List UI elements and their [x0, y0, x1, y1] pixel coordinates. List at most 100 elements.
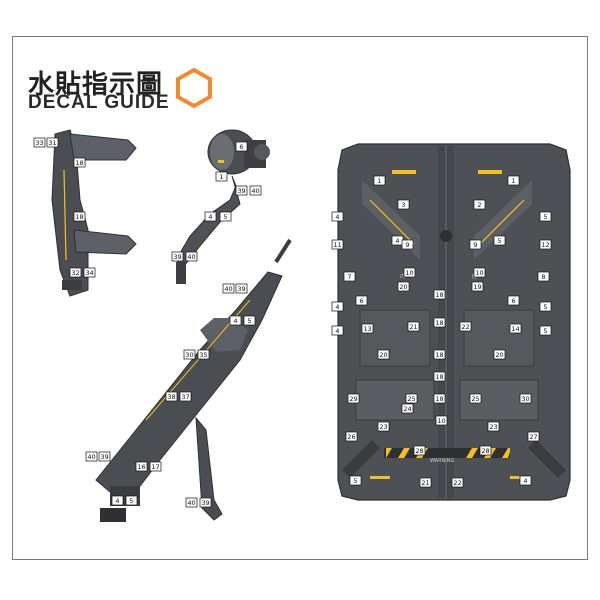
decal-number-tag [111, 495, 124, 506]
decal-number-tag [479, 445, 492, 456]
decal-number: 1 [377, 177, 381, 185]
decal-number: 33 [35, 139, 43, 147]
decal-number-tag [73, 211, 86, 222]
decal-number: 4 [335, 213, 339, 221]
decal-number: 4 [335, 327, 339, 335]
decal-number: 18 [75, 159, 83, 167]
decal-number: 18 [435, 373, 443, 381]
decal-number-tag [235, 185, 248, 196]
decal-number: 1 [219, 173, 223, 181]
decal-number-tag [235, 283, 248, 294]
decal-number: 28 [481, 447, 489, 455]
decal-number-tag [331, 211, 344, 222]
decal-number-tag [433, 371, 446, 382]
decal-number-tag [433, 317, 446, 328]
decal-number: 29 [349, 395, 357, 403]
title-chinese: 水貼指示圖 [28, 70, 164, 100]
decal-number-tag [473, 267, 486, 278]
decal-number-tag [73, 157, 86, 168]
decal-number: 10 [437, 417, 445, 425]
decal-number: 27 [529, 433, 537, 441]
decal-number: 40 [224, 285, 232, 293]
decal-number: 22 [453, 479, 461, 487]
decal-number: 39 [237, 285, 245, 293]
decal-number: 28 [415, 447, 423, 455]
decal-number: 39 [173, 253, 181, 261]
decal-number-tag [331, 325, 344, 336]
decal-number: 30 [185, 351, 193, 359]
decal-number-tag [229, 315, 242, 326]
decal-number-tag [433, 393, 446, 404]
decal-number: 4 [335, 303, 339, 311]
decal-number-tag [222, 283, 235, 294]
decal-number: 18 [75, 213, 83, 221]
decal-number: 40 [87, 453, 95, 461]
decal-number-tag [507, 175, 520, 186]
decal-number-tag [185, 497, 198, 508]
decal-number: 25 [407, 395, 415, 403]
decal-number-tag [405, 393, 418, 404]
decal-number: 6 [511, 297, 515, 305]
decal-number-tag [197, 349, 210, 360]
decal-number: 18 [435, 395, 443, 403]
decal-number-tag [149, 461, 162, 472]
decal-number-tag [451, 477, 464, 488]
decal-number-tag [459, 321, 472, 332]
decal-number: 38 [167, 393, 175, 401]
decal-number: 13 [363, 325, 371, 333]
decal-number-tag [471, 281, 484, 292]
decal-number: 18 [435, 351, 443, 359]
decal-number-tag [183, 349, 196, 360]
decal-number: 4 [523, 477, 527, 485]
decal-number: 20 [399, 283, 407, 291]
decal-number: 40 [187, 499, 195, 507]
decal-number: 5 [543, 327, 547, 335]
part-c-long-arm [95, 238, 292, 522]
decal-number: 5 [353, 477, 357, 485]
board-text-jp1: 内 [400, 273, 405, 280]
base-board: 内 機 WARNING [337, 143, 571, 501]
decal-number-tag [397, 199, 410, 210]
decal-number-tag [527, 431, 540, 442]
decal-number: 25 [471, 395, 479, 403]
decal-number: 5 [223, 213, 227, 221]
decal-number-tag [349, 475, 362, 486]
decal-number: 21 [421, 479, 429, 487]
decal-number: 35 [199, 351, 207, 359]
decal-number: 17 [151, 463, 159, 471]
decal-number-tag [519, 475, 532, 486]
decal-number-tag [171, 251, 184, 262]
decal-number: 26 [347, 433, 355, 441]
decal-number: 40 [187, 253, 195, 261]
decal-number-tag [343, 271, 356, 282]
decal-number: 6 [239, 143, 243, 151]
decal-number: 14 [511, 325, 519, 333]
decal-number-tag [509, 323, 522, 334]
decal-number-tag [331, 239, 344, 250]
decal-number-tag [469, 393, 482, 404]
decal-number-tag [46, 137, 59, 148]
decal-number: 3 [401, 201, 405, 209]
decal-number: 10 [405, 269, 413, 277]
decal-number-tag [204, 211, 217, 222]
decal-number: 9 [405, 241, 409, 249]
decal-number-tag [331, 301, 344, 312]
decal-number: 18 [435, 291, 443, 299]
decal-number: 4 [208, 213, 212, 221]
decal-number-tag [403, 267, 416, 278]
decal-number-tag [165, 391, 178, 402]
decal-number-tag [519, 393, 532, 404]
decal-number: 21 [409, 323, 417, 331]
decal-number-tag [493, 349, 506, 360]
decal-number-tag [347, 393, 360, 404]
decal-number-tag [98, 451, 111, 462]
decal-number-tag [135, 461, 148, 472]
decal-number: 39 [201, 499, 209, 507]
decal-number-tag [215, 171, 228, 182]
decal-number: 4 [395, 237, 399, 245]
decal-number: 19 [473, 283, 481, 291]
decal-number-tag [185, 251, 198, 262]
decal-number-tag [377, 421, 390, 432]
